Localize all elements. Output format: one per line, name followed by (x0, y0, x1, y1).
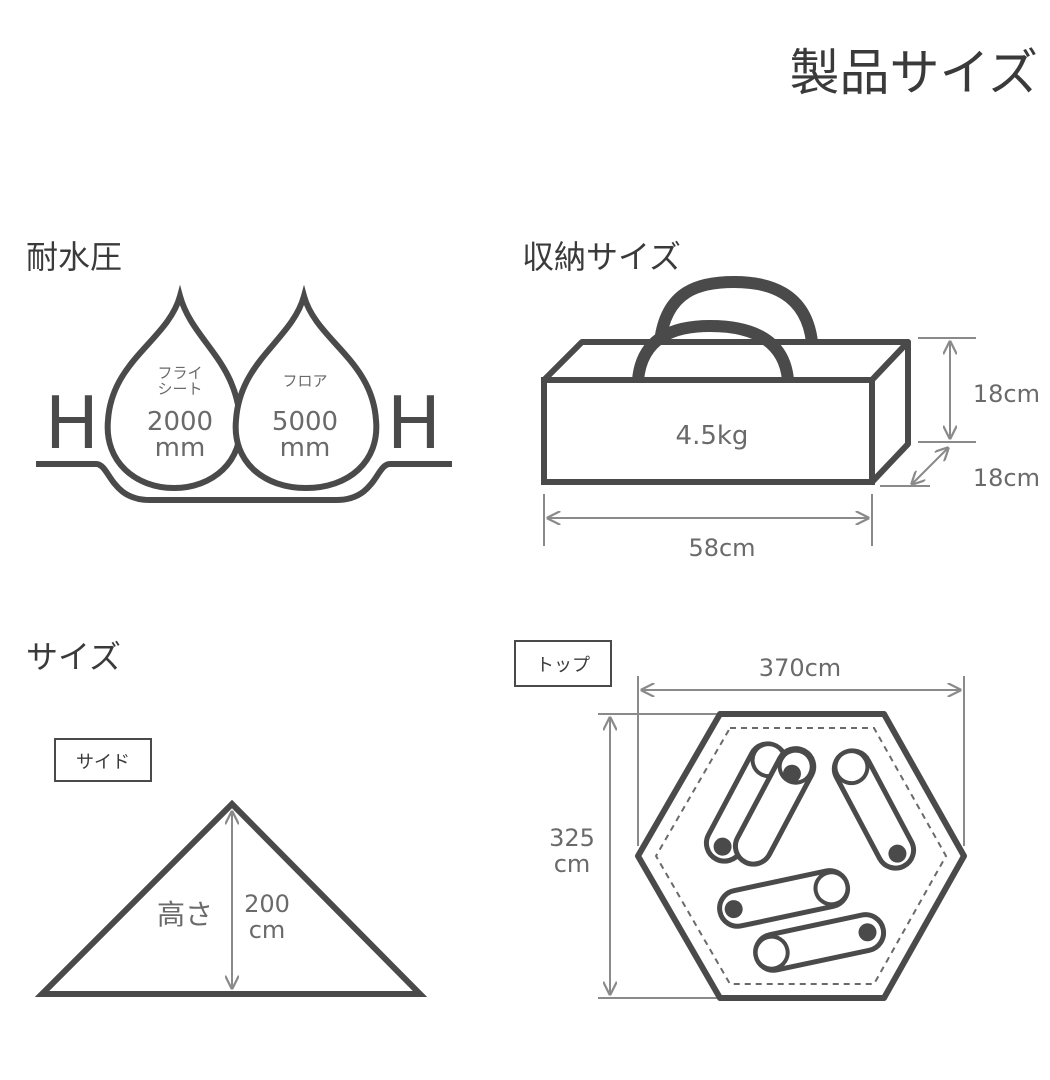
bag-width: 58cm (688, 534, 755, 562)
top-tag-box (514, 640, 612, 687)
ground-line (36, 461, 452, 503)
floor-value: 5000 (272, 407, 338, 437)
top-width: 370cm (759, 654, 841, 682)
bag-front-face (541, 377, 875, 485)
floor-drop-icon (232, 284, 380, 492)
top-tag: トップ (536, 655, 590, 676)
bag-depth: 18cm (973, 464, 1040, 492)
floor-unit: mm (280, 433, 331, 463)
bag-top-face (541, 339, 911, 383)
tent-height-label: 高さ (157, 898, 213, 931)
water-pressure-heading: 耐水圧 (26, 238, 122, 276)
page-title: 製品サイズ (790, 44, 1039, 102)
size-section: サイズ サイド 高さ 200 cm (26, 638, 428, 997)
sleeping-bag-icon (831, 748, 917, 871)
fly-sheet-label-line1: フライ (157, 364, 202, 382)
tent-floor-inner-dashed (654, 727, 948, 985)
water-pressure-section: 耐水圧 H H フライ シート 2000 mm フロア 5000 mm (26, 238, 452, 503)
tent-height-value: 200 (244, 890, 290, 918)
storage-size-section: 収納サイズ 4.5kg 18cm 18cm 58cm (522, 238, 1040, 562)
bag-handle-front-icon (632, 319, 794, 381)
fly-sheet-value: 2000 (147, 407, 213, 437)
fly-sheet-label-line2: シート (157, 380, 202, 398)
bag-handle-back-icon (654, 275, 818, 343)
sleeping-bag-icon (732, 746, 817, 867)
depth-dimension-arrow (912, 448, 948, 484)
fly-sheet-unit: mm (155, 433, 206, 463)
right-h-letter: H (387, 381, 441, 465)
bag-height: 18cm (973, 380, 1040, 408)
bag-weight: 4.5kg (676, 421, 749, 451)
tent-height-unit: cm (249, 916, 286, 944)
fly-sheet-drop-icon (104, 284, 244, 492)
top-view-section: トップ 370cm 325 cm (514, 640, 967, 1001)
sleeping-bag-icon (753, 912, 887, 973)
floor-label: フロア (282, 372, 327, 390)
left-h-letter: H (45, 381, 99, 465)
top-depth-value: 325 (549, 824, 595, 852)
storage-heading: 収納サイズ (522, 238, 681, 276)
side-tag-box (54, 738, 152, 782)
size-heading: サイズ (26, 638, 121, 676)
sleeping-bag-icon (717, 868, 851, 929)
side-tag: サイド (76, 752, 130, 773)
top-depth-unit: cm (554, 850, 591, 878)
